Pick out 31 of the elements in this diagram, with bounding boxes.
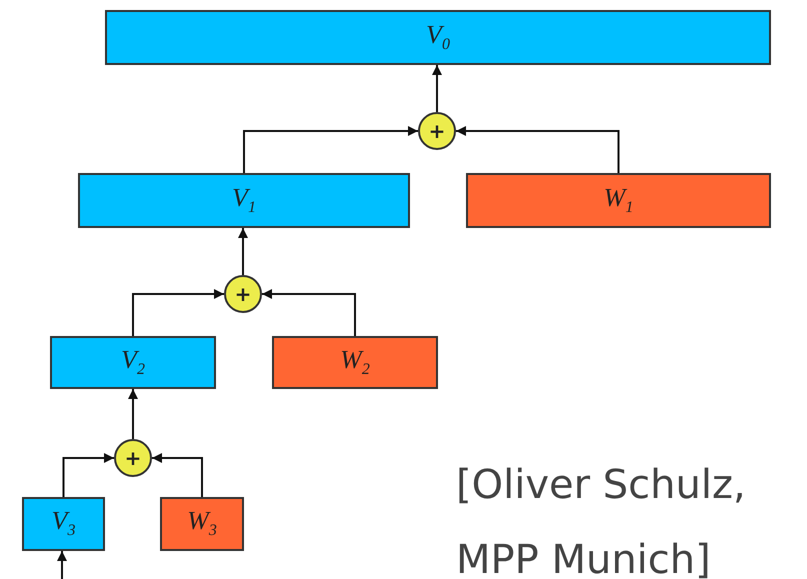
plus-sign: + <box>234 284 252 304</box>
weight-box <box>466 173 771 228</box>
node-label: V$_{2}$ <box>121 346 145 378</box>
sum-circle <box>114 439 152 477</box>
node-label: W$_{1}$ <box>604 184 634 216</box>
plus-sign: + <box>124 448 142 468</box>
node-label: V$_{0}$ <box>426 22 450 54</box>
variable-box <box>22 497 105 551</box>
variable-box <box>105 10 771 65</box>
node-label: W$_{2}$ <box>340 346 370 378</box>
variable-box <box>78 173 410 228</box>
arrow <box>62 453 114 497</box>
arrow <box>243 126 418 173</box>
arrow <box>152 453 203 497</box>
node-label: V$_{3}$ <box>52 508 76 540</box>
arrow <box>456 126 620 173</box>
sum-circle <box>418 112 456 150</box>
arrow <box>238 228 248 275</box>
arrow <box>57 551 67 579</box>
node-label: W$_{3}$ <box>187 508 217 540</box>
variable-box <box>50 336 216 389</box>
plus-sign: + <box>428 121 446 141</box>
weight-box <box>160 497 244 551</box>
weight-box <box>272 336 438 389</box>
arrow <box>128 389 138 439</box>
node-label: V$_{1}$ <box>232 184 256 216</box>
credit-note: [Oliver Schulz, MPP Munich] <box>456 461 747 579</box>
sum-circle <box>224 275 262 313</box>
arrow <box>132 289 224 336</box>
arrow <box>432 65 442 112</box>
arrow <box>262 289 356 336</box>
